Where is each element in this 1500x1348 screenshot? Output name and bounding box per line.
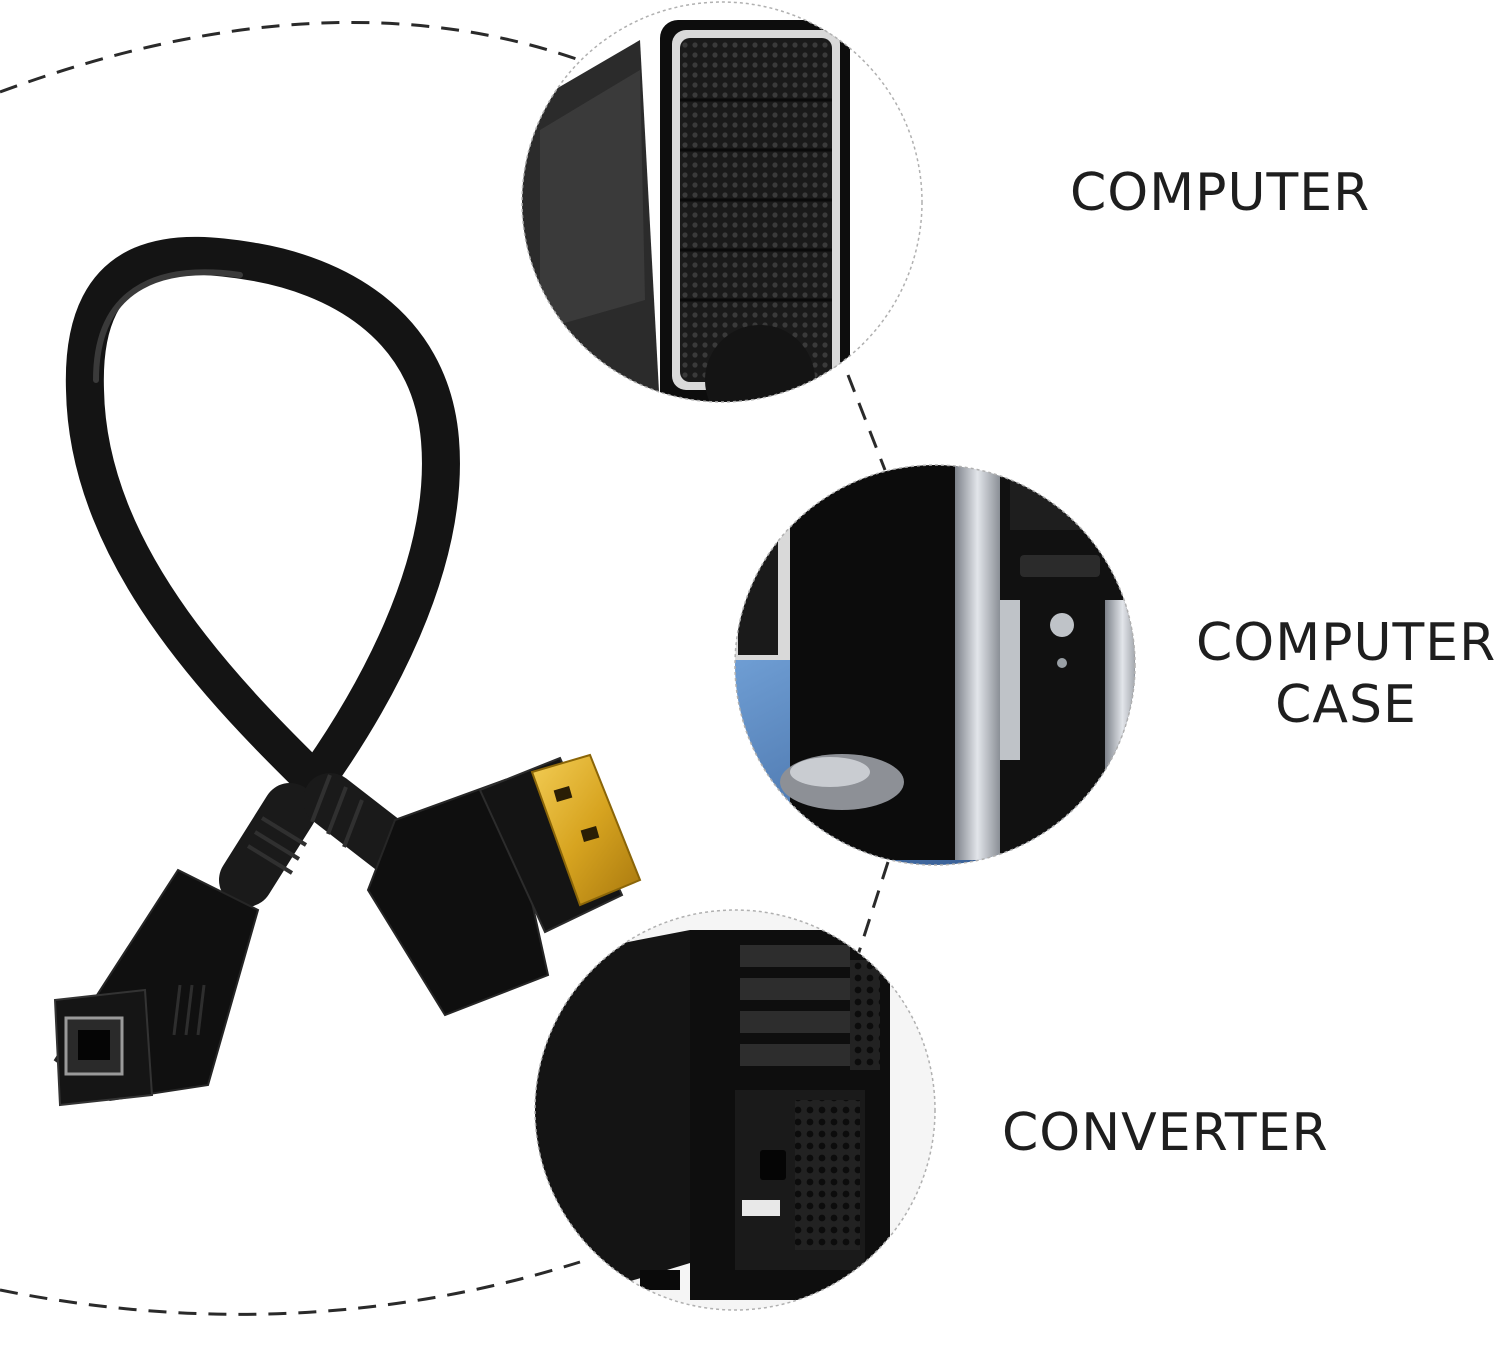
dashed-connector	[846, 374, 887, 471]
computer-case-photo	[735, 465, 1135, 865]
dashed-arc	[0, 20, 586, 94]
label-converter: CONVERTER	[1002, 1103, 1329, 1163]
displayport-cable	[53, 236, 642, 1107]
dashed-arc	[0, 1260, 581, 1316]
cable-loop	[65, 236, 460, 841]
label-computer-case-line2: CASE	[1275, 675, 1417, 736]
label-computer-case-line1: COMPUTER	[1196, 613, 1497, 673]
dashed-connector	[856, 861, 890, 956]
label-computer: COMPUTER	[1070, 163, 1371, 223]
converter-photo	[535, 910, 935, 1310]
label-computer-case: COMPUTER CASE	[1196, 612, 1496, 737]
